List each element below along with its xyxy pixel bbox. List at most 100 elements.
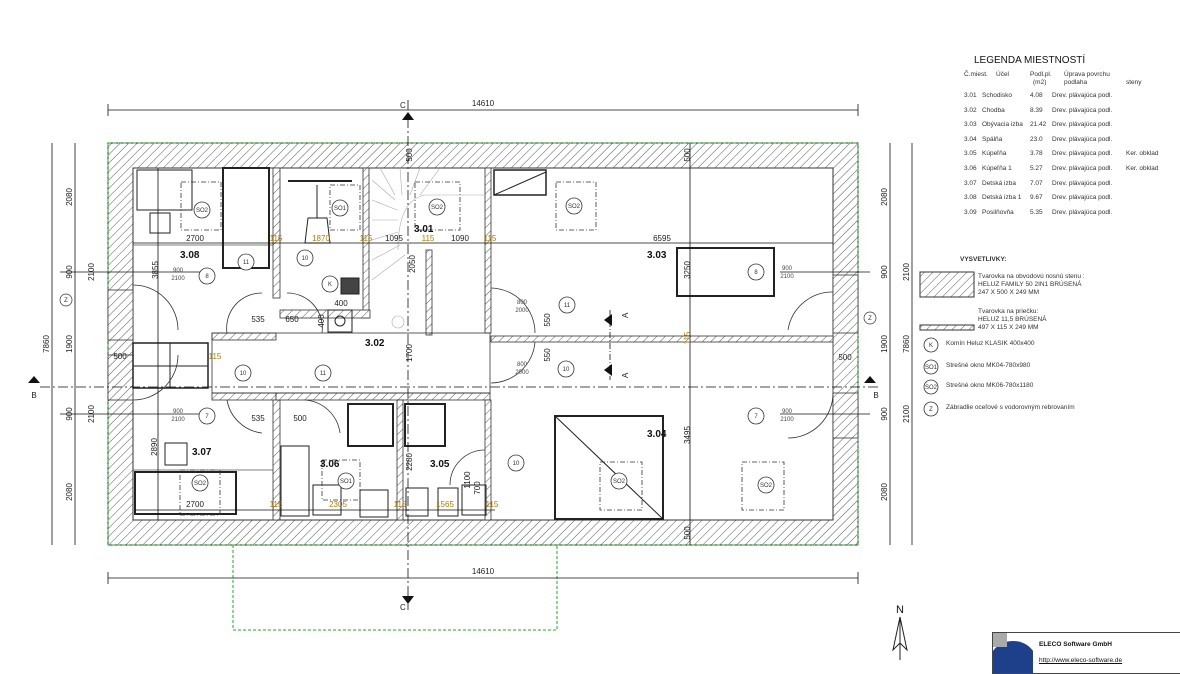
- legend-cell-use: Schodisko: [982, 92, 1012, 99]
- legend-cell-floor: Drev. plávajúca podl.: [1052, 135, 1113, 143]
- dim-text: 2080: [880, 483, 889, 501]
- dim-text: 2080: [880, 188, 889, 206]
- door-height: 2100: [780, 417, 794, 423]
- room-3-05: 3.05: [430, 459, 450, 470]
- door-height: 2100: [171, 417, 185, 423]
- section-arrow-icon: [402, 112, 414, 120]
- dim-text: 115: [270, 500, 283, 509]
- legend-cell-num: 3.02: [964, 106, 977, 114]
- door-dimensions: 900 2100 900 2100 900 2100 900 2100 800 …: [171, 266, 794, 423]
- company-logo: [993, 633, 1033, 673]
- legend-cell-use: Chodba: [982, 106, 1005, 114]
- header-area: Podl.pl.: [1030, 71, 1052, 78]
- dim-overall-depth-left: 7860: [42, 335, 51, 353]
- door-width: 900: [782, 409, 793, 415]
- tag-door: 7: [205, 414, 209, 420]
- section-arrow-icon: [402, 596, 414, 604]
- dim-text: 115: [270, 234, 283, 243]
- dim-text: 1090: [451, 234, 469, 243]
- legend-cell-area: 23.0: [1030, 135, 1043, 143]
- section-arrow-icon: [28, 376, 40, 383]
- dim-text: 115: [209, 352, 222, 361]
- dim-text: 500: [113, 352, 127, 361]
- tag-door: 8: [754, 270, 758, 276]
- tag-door: 8: [205, 274, 209, 280]
- room-3-02: 3.02: [365, 338, 385, 349]
- header-floor: podlaha: [1064, 79, 1088, 86]
- title-block: ELECO Software GmbH http://www.eleco-sof…: [992, 632, 1180, 674]
- legend-cell-area: 4.08: [1030, 92, 1043, 99]
- room-3-04: 3.04: [647, 429, 667, 440]
- section-arrow-icon: [864, 376, 876, 383]
- tag-so2: SO2: [194, 481, 207, 487]
- legend-cell-num: 3.04: [964, 135, 977, 143]
- door-height: 2100: [171, 276, 185, 282]
- dim-text: 1900: [65, 335, 74, 353]
- company-name: ELECO Software GmbH: [1039, 641, 1112, 648]
- legend-cell-num: 3.08: [964, 194, 977, 202]
- room-3-08: 3.08: [180, 250, 200, 261]
- dim-text: 550: [543, 313, 552, 327]
- tag-so2: SO2: [760, 483, 773, 489]
- dim-text: 2305: [329, 500, 347, 509]
- dim-text: 900: [880, 407, 889, 421]
- tag-circles: [191, 197, 775, 494]
- legend-symbol-codes: K SO1 SO2 Z: [925, 343, 938, 413]
- tag-so1: SO1: [334, 206, 347, 212]
- room-3-01: 3.01: [414, 224, 434, 235]
- outer-wall-swatch: [919, 271, 975, 298]
- symbol-code: SO1: [925, 365, 938, 371]
- left-dimensions: 2080 900 1900 900 2080 2100 2100: [65, 188, 96, 501]
- section-markers: B B A A C C Z Z: [28, 101, 879, 612]
- inner-wall-line1: Tvarovka na priečku:: [978, 308, 1039, 315]
- tag-so2: SO2: [431, 205, 444, 211]
- inner-wall-swatch: [919, 324, 975, 331]
- dim-text: 2050: [408, 255, 417, 273]
- tag-door: 11: [320, 371, 327, 377]
- legend-cell-area: 9.67: [1030, 194, 1043, 202]
- legend-cell-num: 3.01: [964, 92, 977, 99]
- legend-cell-num: 3.09: [964, 208, 977, 216]
- tag-so2: SO2: [568, 204, 581, 210]
- room-3-03: 3.03: [647, 250, 667, 261]
- legend-cell-area: 7.07: [1030, 179, 1043, 187]
- legend-cell-area: 5.27: [1030, 165, 1043, 172]
- dim-text: 900: [880, 265, 889, 279]
- legend-cell-floor: Drev. plávajúca podl.: [1052, 165, 1113, 172]
- tag-railing: Z: [868, 316, 872, 322]
- dim-text: 2280: [405, 453, 414, 471]
- outer-wall-line2: HELUZ FAMILY 50 2IN1 BRÚSENÁ: [978, 281, 1082, 288]
- tag-door: 10: [563, 367, 570, 373]
- dim-text: 115: [484, 234, 497, 243]
- dim-overall-width-top: 14610: [472, 99, 495, 108]
- dim-text: 500: [683, 526, 692, 540]
- company-url[interactable]: http://www.eleco-software.de: [1039, 657, 1123, 664]
- legend-cell-use: Obývacia izba: [982, 121, 1023, 129]
- balcony-outline: [232, 545, 558, 631]
- room-3-07: 3.07: [192, 447, 212, 458]
- symbol-code: K: [929, 343, 933, 349]
- top-row-dimensions: 2700 115 1870 115 1095 115 1090 115 6595: [186, 234, 671, 243]
- dim-text: 115: [422, 234, 435, 243]
- dim-text: 500: [838, 353, 852, 362]
- north-arrow-icon: N: [892, 604, 908, 660]
- knee-walls: [133, 244, 834, 471]
- symbol-desc-so1: Strešné okno MK04-780x980: [946, 362, 1031, 369]
- dimension-lines: [51, 104, 913, 584]
- legend-cell-floor: Drev. plávajúca podl.: [1052, 150, 1113, 158]
- legend-cell-num: 3.05: [964, 150, 977, 158]
- dim-text: 115: [486, 500, 499, 509]
- door-width: 900: [173, 268, 184, 274]
- dim-text: 500: [293, 414, 307, 423]
- symbol-desc-chimney: Komín Heluz KLASIK 400x400: [946, 340, 1035, 347]
- legend-cell-area: 5.35: [1030, 208, 1043, 216]
- header-use: Účel: [996, 71, 1010, 78]
- dim-text: 2700: [186, 234, 204, 243]
- dim-text: 2100: [902, 405, 911, 423]
- corridor-outline: [211, 332, 491, 394]
- dim-text: 900: [65, 265, 74, 279]
- interior-walls: [107, 167, 859, 521]
- legend-cell-use: Kúpeľňa 1: [982, 165, 1012, 172]
- section-b-right: B: [873, 391, 878, 400]
